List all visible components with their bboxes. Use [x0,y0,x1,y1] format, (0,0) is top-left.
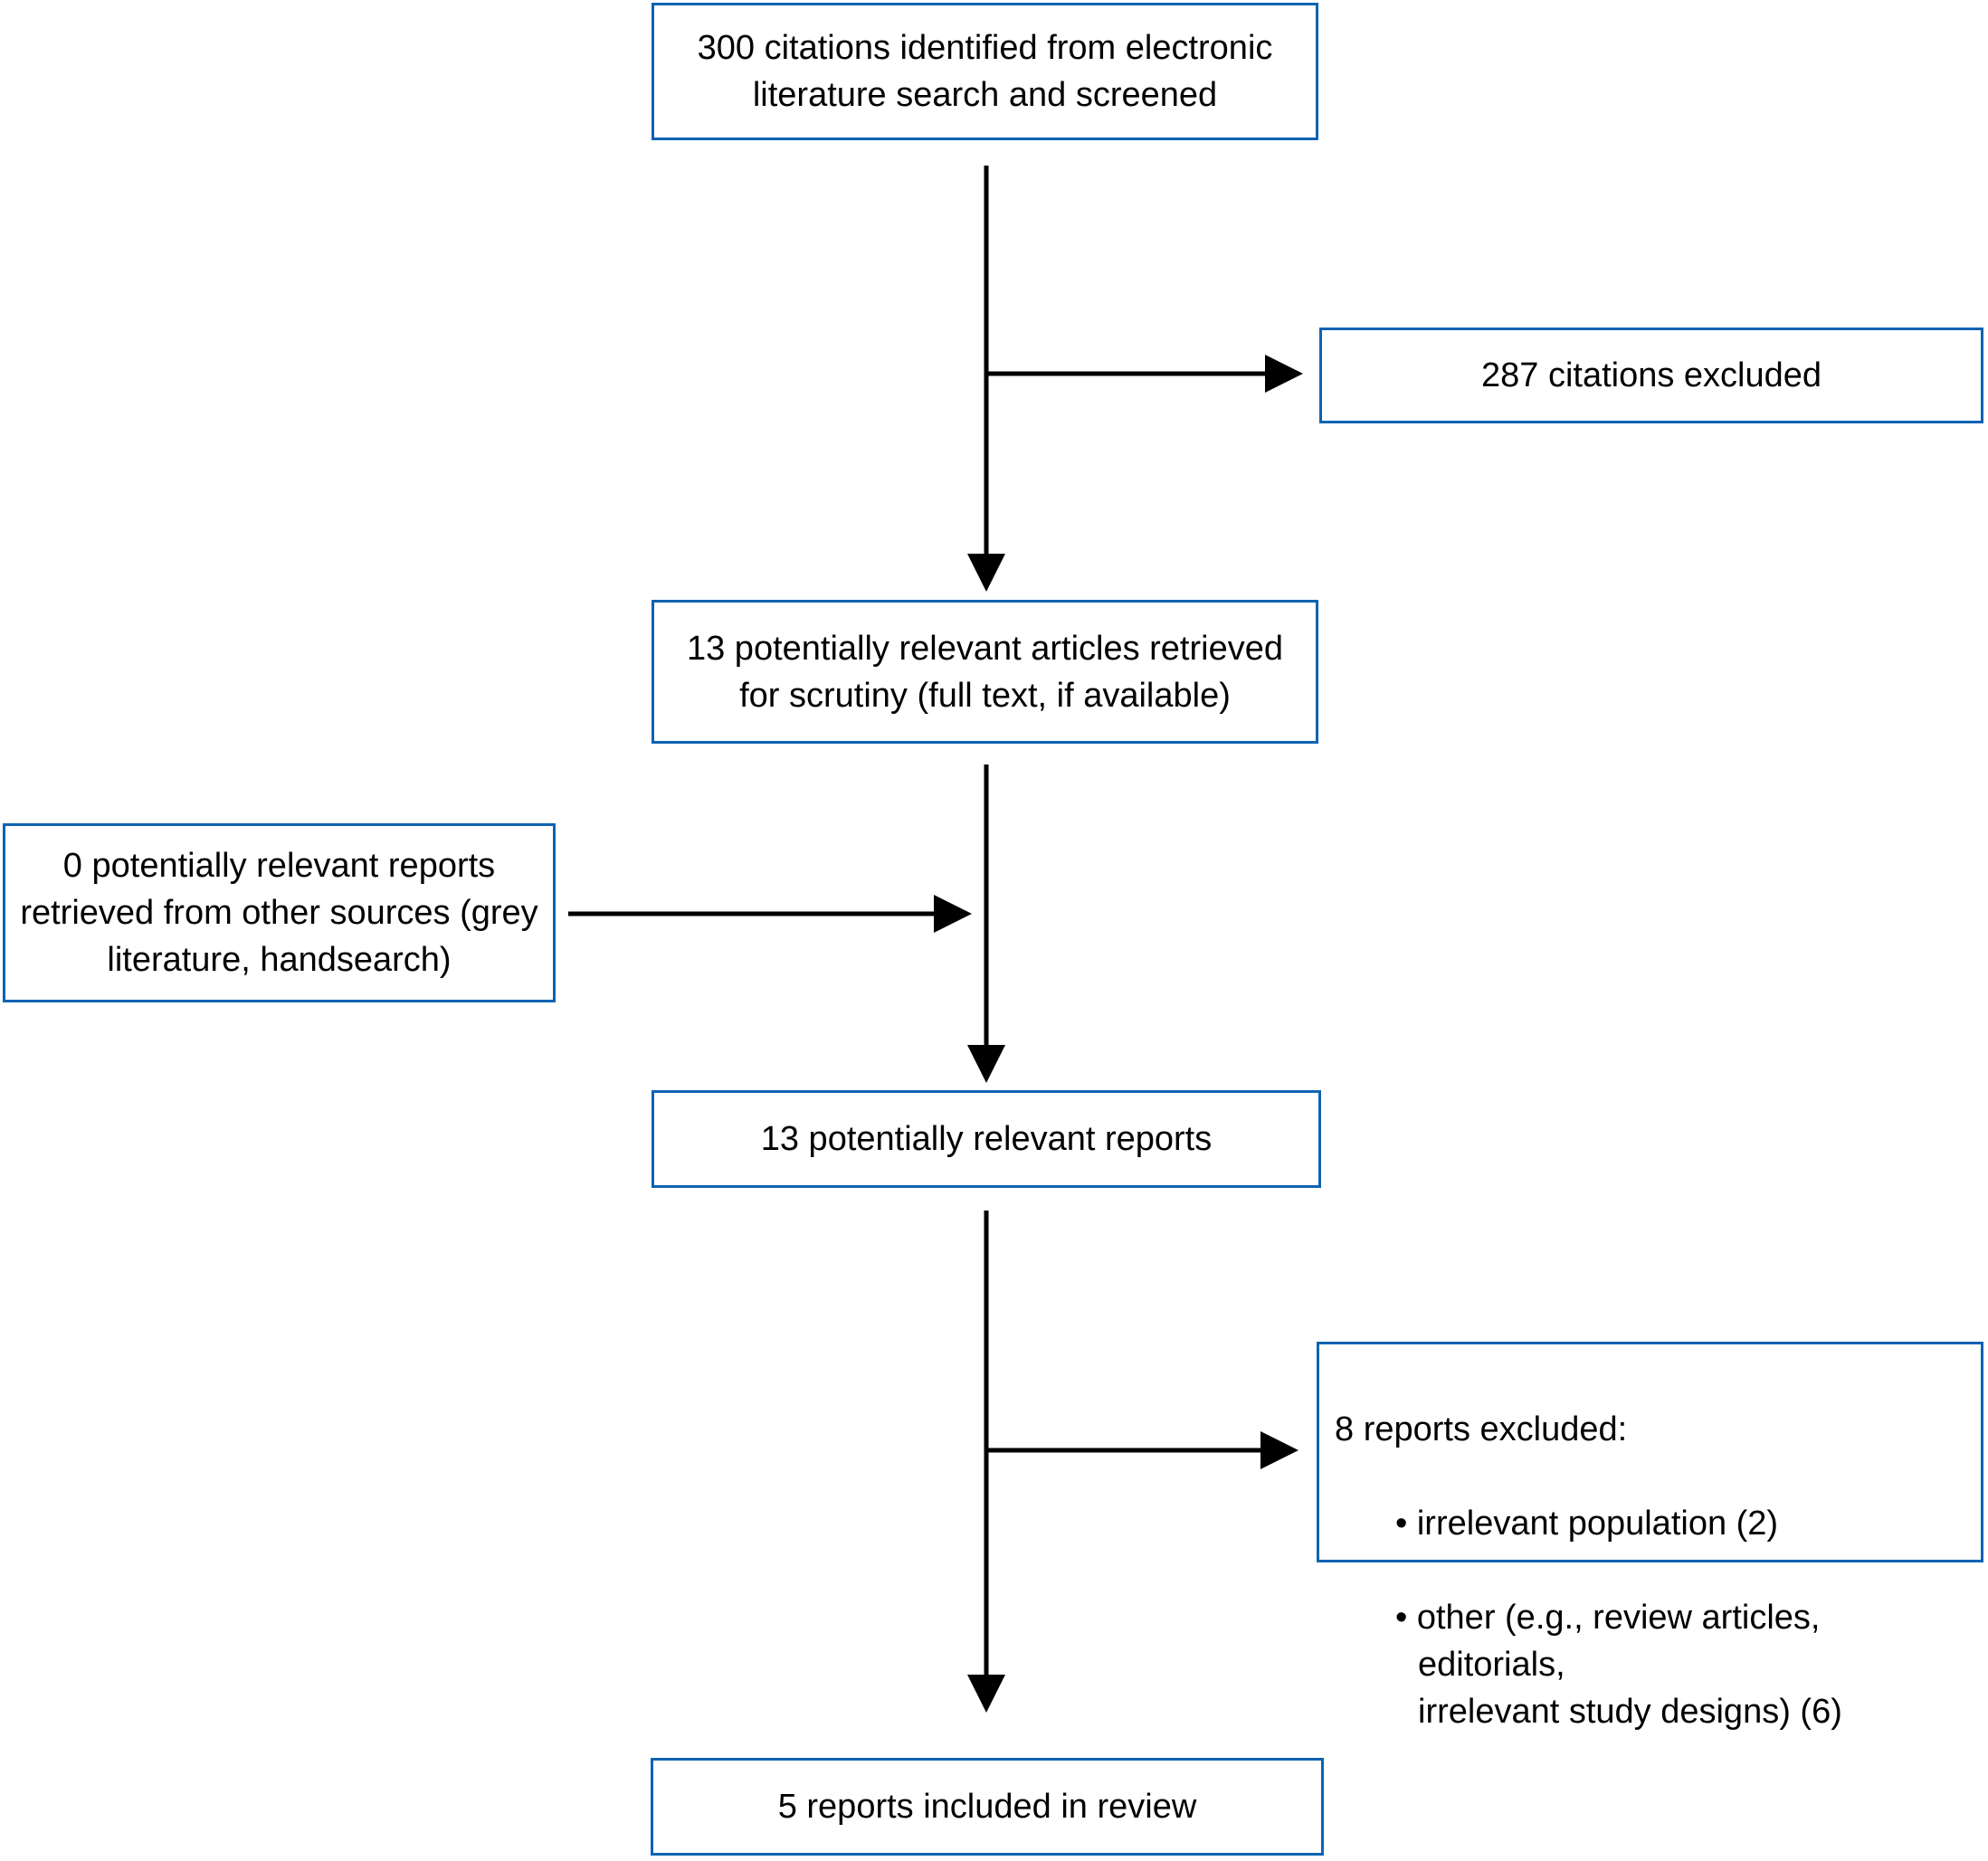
box-citations-identified-text: 300 citations identified from electronic… [697,29,1273,114]
box-other-sources: 0 potentially relevant reports retrieved… [3,823,556,1002]
box-reports-excluded-title: 8 reports excluded: [1335,1410,1628,1448]
box-reports-included: 5 reports included in review [651,1758,1324,1856]
box-reports-included-text: 5 reports included in review [777,1788,1197,1826]
box-citations-identified: 300 citations identified from electronic… [652,3,1318,140]
box-citations-excluded-text: 287 citations excluded [1480,356,1822,394]
arrow-other-sources-to-line [568,895,972,933]
box-other-sources-text: 0 potentially relevant reports retrieved… [20,847,538,979]
arrow-branch-to-excluded-reports [984,1431,1298,1469]
box-relevant-reports: 13 potentially relevant reports [652,1090,1321,1188]
box-citations-excluded: 287 citations excluded [1319,328,1983,423]
box-reports-excluded-bullet-1: • irrelevant population (2) [1395,1505,1779,1543]
box-relevant-reports-text: 13 potentially relevant reports [760,1120,1213,1158]
box-reports-excluded-bullet-2: • other (e.g., review articles, editoria… [1395,1599,1842,1731]
arrow-branch-to-excluded-citations [984,355,1303,393]
arrow-identified-to-retrieved [967,166,1005,592]
box-articles-retrieved: 13 potentially relevant articles retriev… [652,600,1318,744]
box-articles-retrieved-text: 13 potentially relevant articles retriev… [686,629,1283,715]
box-reports-excluded: 8 reports excluded: • irrelevant populat… [1317,1342,1983,1731]
arrow-relevant-reports-to-included [967,1211,1005,1713]
arrow-retrieved-to-relevant-reports [967,764,1005,1083]
